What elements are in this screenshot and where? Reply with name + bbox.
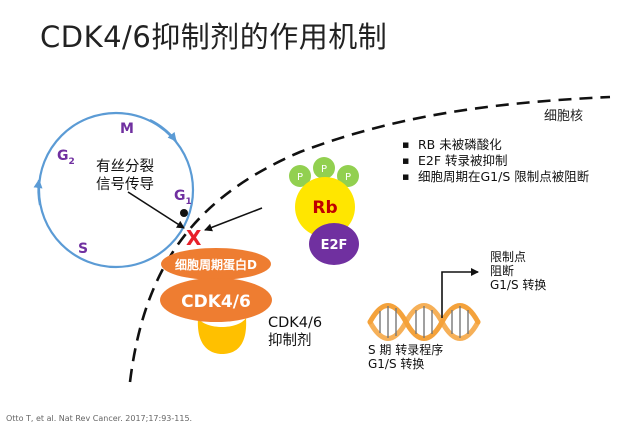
- cycle-arrow-left: [33, 179, 43, 206]
- phospho-label-1: P: [297, 172, 303, 183]
- restriction-line-3: G1/S 转换: [490, 278, 547, 292]
- phase-g2-label: G2: [57, 148, 75, 167]
- cyclin-d-shape: [161, 248, 271, 280]
- dna-helix: [367, 303, 481, 341]
- e2f-protein: [309, 223, 359, 265]
- cdk46-label: CDK4/6: [181, 292, 251, 312]
- bullet-item: RB 未被磷酸化: [402, 137, 612, 153]
- phase-s-label: S: [78, 241, 88, 257]
- g1-checkpoint-dot: [180, 209, 188, 217]
- rb-protein: [295, 177, 355, 237]
- inhibitor-shape: [197, 318, 247, 354]
- s-phase-line-2: G1/S 转换: [368, 357, 425, 371]
- nucleus-label: 细胞核: [544, 109, 584, 124]
- cycle-arrow-top: [149, 119, 177, 142]
- bullet-item: E2F 转录被抑制: [402, 153, 612, 169]
- bullet-text: 细胞周期在G1/S 限制点被阻断: [418, 169, 590, 184]
- mitogenic-signal-text: 有丝分裂 信号传导: [96, 158, 154, 194]
- e2f-label: E2F: [321, 238, 348, 253]
- s-phase-line-1: S 期 转录程序: [368, 343, 444, 357]
- phospho-circle-3: [337, 165, 359, 187]
- nuclear-membrane: [128, 95, 611, 383]
- inhibitor-line-1: CDK4/6: [268, 315, 323, 331]
- citation: Otto T, et al. Nat Rev Cancer. 2017;17:9…: [6, 414, 193, 423]
- phase-g1-label: G1: [174, 188, 192, 207]
- block-x-mark: X: [186, 226, 202, 250]
- cyclin-d-label: 细胞周期蛋白D: [175, 257, 257, 272]
- rb-label: Rb: [312, 198, 337, 218]
- outcome-bullet-list: RB 未被磷酸化 E2F 转录被抑制 细胞周期在G1/S 限制点被阻断: [402, 137, 612, 185]
- rb-block-arrow: [204, 207, 263, 232]
- bullet-text: RB 未被磷酸化: [418, 137, 502, 152]
- phase-m-label: M: [120, 121, 134, 137]
- bullet-text: E2F 转录被抑制: [418, 153, 508, 168]
- inhibitor-line-2: 抑制剂: [268, 333, 312, 349]
- signal-line-1: 有丝分裂: [96, 159, 154, 175]
- slide-title: CDK4/6抑制剂的作用机制: [40, 20, 388, 54]
- inhibitor-text: CDK4/6 抑制剂: [268, 314, 322, 350]
- restriction-arrow: [441, 268, 479, 318]
- restriction-line-2: 阻断: [490, 264, 515, 278]
- phospho-circle-1: [289, 165, 311, 187]
- s-phase-text: S 期 转录程序 G1/S 转换: [368, 343, 443, 371]
- restriction-line-1: 限制点: [490, 250, 527, 264]
- phospho-label-3: P: [345, 172, 351, 183]
- restriction-point-text: 限制点 阻断 G1/S 转换: [490, 250, 546, 292]
- bullet-item: 细胞周期在G1/S 限制点被阻断: [402, 169, 612, 185]
- signal-line-2: 信号传导: [96, 177, 154, 193]
- signal-arrow: [127, 191, 185, 229]
- phospho-circle-2: [313, 157, 335, 179]
- phospho-label-2: P: [321, 164, 327, 175]
- cdk46-shape: [160, 278, 272, 322]
